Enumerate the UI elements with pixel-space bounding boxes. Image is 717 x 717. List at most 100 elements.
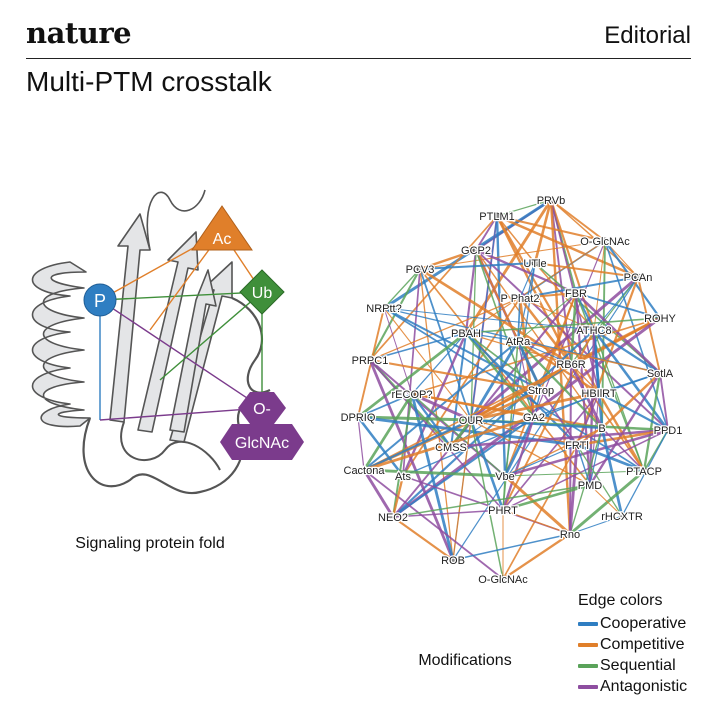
network-edge [533,389,542,418]
network-edge [465,332,572,365]
network-edge [576,428,669,447]
network-edge [383,268,421,309]
network-edge [465,332,519,342]
network-node-label: FRTl [565,440,589,452]
network-node-label: PCV3 [406,264,435,276]
network-node-label: CMSS [435,442,467,454]
network-node-label: P Phat2 [501,293,540,305]
network-edge [504,427,603,477]
network-edge [533,199,553,264]
network-edge [357,331,467,419]
network-edge [419,248,477,271]
network-edge [465,332,535,418]
network-node-label: Rno [560,529,580,541]
network-edge [570,363,645,472]
network-edge [496,215,606,242]
network-node-label: PBAH [451,328,481,340]
network-node [547,196,555,204]
network-node-label: ROHY [644,313,676,325]
network-node-label: Strop [528,385,554,397]
network-node-label: NEO2 [378,512,408,524]
beta-strand-2 [137,231,199,433]
network-caption: Modifications [418,652,512,669]
network-edge [470,391,600,422]
network-edge [519,276,639,299]
network-edge [517,340,661,374]
loop-right [231,296,271,394]
protein-caption: Signaling protein fold [75,535,225,552]
network-node [501,472,509,480]
network-edge [419,262,536,270]
network-edge [362,393,414,471]
network-edge [475,215,498,251]
network-edge [411,317,661,395]
network-node-label: FBR [565,288,587,300]
network-edge [363,469,504,580]
network-node [618,512,626,520]
network-edge [502,444,578,580]
network-edge [465,317,661,334]
network-node-label: rECOP? [392,389,433,401]
legend-item-cooperative: Cooperative [578,613,687,634]
network-edge [576,427,603,446]
network-edge [575,292,645,472]
network-edge [517,340,572,365]
network-edge [369,332,467,361]
network-edge [569,427,603,535]
network-node [656,314,664,322]
network-node-label: O-GlcNAc [478,574,528,586]
network-edge [592,329,604,429]
network-node [493,212,501,220]
network-node-label: O-GlcNAc [580,236,630,248]
network-node [472,246,480,254]
network-node [640,467,648,475]
network-edge [363,468,506,478]
network-edge [392,329,595,518]
network-edge [604,240,661,319]
network-edge [576,443,645,473]
network-node-label: PRPC1 [352,355,389,367]
alpha-helix [31,261,91,428]
network-node-label: B [598,423,605,435]
network-node-label: AtRa [506,336,531,348]
ptm-phosphorylation-badge: P [83,283,117,317]
network-edge [570,363,600,394]
network-edge [504,444,578,477]
network-edge [593,329,645,472]
network-node-label: PTACP [626,466,662,478]
beta-strand-1 [109,213,151,423]
edge-legend: Edge colors Cooperative Competitive Sequ… [578,592,687,697]
network-edge [452,419,472,561]
page-title: Multi-PTM crosstalk [26,66,272,97]
loop-bottom [82,400,272,495]
network-edge [502,533,571,580]
network-node [462,329,470,337]
network-edge [504,474,571,536]
legend-label: Cooperative [600,614,687,632]
legend-title: Edge colors [578,592,663,609]
legend-swatch-cooperative [578,621,598,626]
network-edge [502,329,595,511]
network-node [366,356,374,364]
legend-label: Antagonistic [600,677,688,695]
network-node-label: PCAn [624,272,653,284]
network-edge [464,199,553,334]
network-edge [470,418,603,430]
network-edge [392,516,454,561]
network-node [354,413,362,421]
network-edge [368,359,455,561]
network-edge [502,483,591,512]
network-edge [517,340,535,418]
network-node [531,259,539,267]
network-edge [519,292,577,299]
network-edge [576,444,591,486]
network-edge [452,533,571,561]
legend-swatch-competitive [578,642,598,647]
ptm-label-p: P [94,291,106,311]
network-node [567,360,575,368]
network-edge [519,262,536,299]
network-edge [357,415,472,422]
network-node-label: UTle [523,258,546,270]
network-edges [357,198,670,580]
ptm-label-glcnac-line1: O- [253,401,271,418]
